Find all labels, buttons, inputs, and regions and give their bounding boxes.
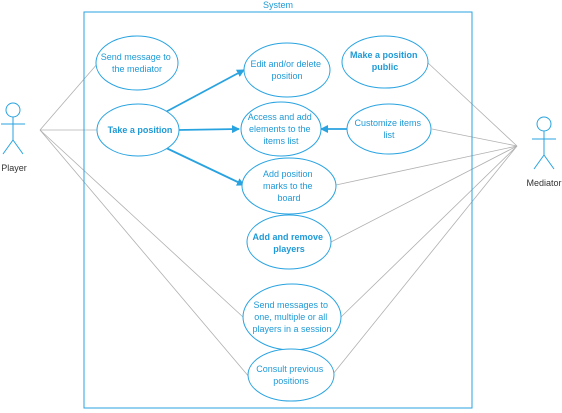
use-case-label-edit-delete-position: Edit and/or delete position — [250, 59, 323, 81]
use-case-customize-items-list[interactable] — [346, 103, 432, 155]
association-mediator-send-messages — [340, 145, 518, 318]
association-mediator-marks — [335, 145, 518, 186]
use-case-take-position[interactable] — [96, 103, 180, 157]
use-cases — [95, 35, 432, 402]
use-case-label-add-remove-players: Add and remove players — [252, 232, 325, 254]
arrow-take-to-edit — [159, 69, 245, 116]
association-mediator-customize — [431, 128, 518, 147]
stick-figure-icon — [1, 102, 25, 155]
use-case-consult-previous[interactable] — [247, 348, 335, 402]
use-case-label-add-position-marks: Add position marks to the board — [263, 169, 315, 203]
association-player-send-message — [39, 62, 99, 131]
use-case-send-message-mediator[interactable] — [95, 35, 179, 91]
use-case-label-make-position-public: Make a position public — [350, 50, 420, 72]
use-case-add-remove-players[interactable] — [246, 214, 332, 270]
system-boundary — [83, 11, 473, 409]
stick-figure-icon — [532, 116, 556, 170]
use-case-label-customize-items-list: Customize items list — [354, 118, 423, 140]
association-mediator-consult — [332, 145, 518, 375]
use-case-label-access-add-elements: Access and add elements to the items lis… — [248, 112, 315, 146]
system-title: System — [263, 0, 293, 10]
use-case-make-position-public[interactable] — [341, 35, 429, 89]
arrow-take-to-access — [177, 125, 240, 134]
association-mediator-players — [330, 145, 518, 243]
use-case-add-position-marks[interactable] — [241, 157, 337, 215]
dependency-arrows — [159, 69, 347, 186]
use-case-label-consult-previous: Consult previous positions — [256, 364, 326, 386]
association-player-consult — [39, 129, 251, 379]
arrow-take-to-marks — [161, 145, 245, 186]
use-case-label-send-message-mediator: Send message to the mediator — [101, 52, 174, 74]
use-case-label-take-position: Take a position — [108, 125, 173, 135]
association-player-send-messages — [39, 129, 244, 318]
actor-mediator[interactable]: Mediator — [526, 116, 562, 188]
actor-player[interactable]: Player — [1, 102, 27, 173]
actor-label-player: Player — [1, 163, 27, 173]
use-case-label-send-messages-players: Send messages to one, multiple or all pl… — [252, 300, 331, 334]
use-case-edit-delete-position[interactable] — [243, 42, 331, 98]
actor-label-mediator: Mediator — [526, 178, 561, 188]
use-case-access-add-elements[interactable] — [240, 101, 322, 157]
